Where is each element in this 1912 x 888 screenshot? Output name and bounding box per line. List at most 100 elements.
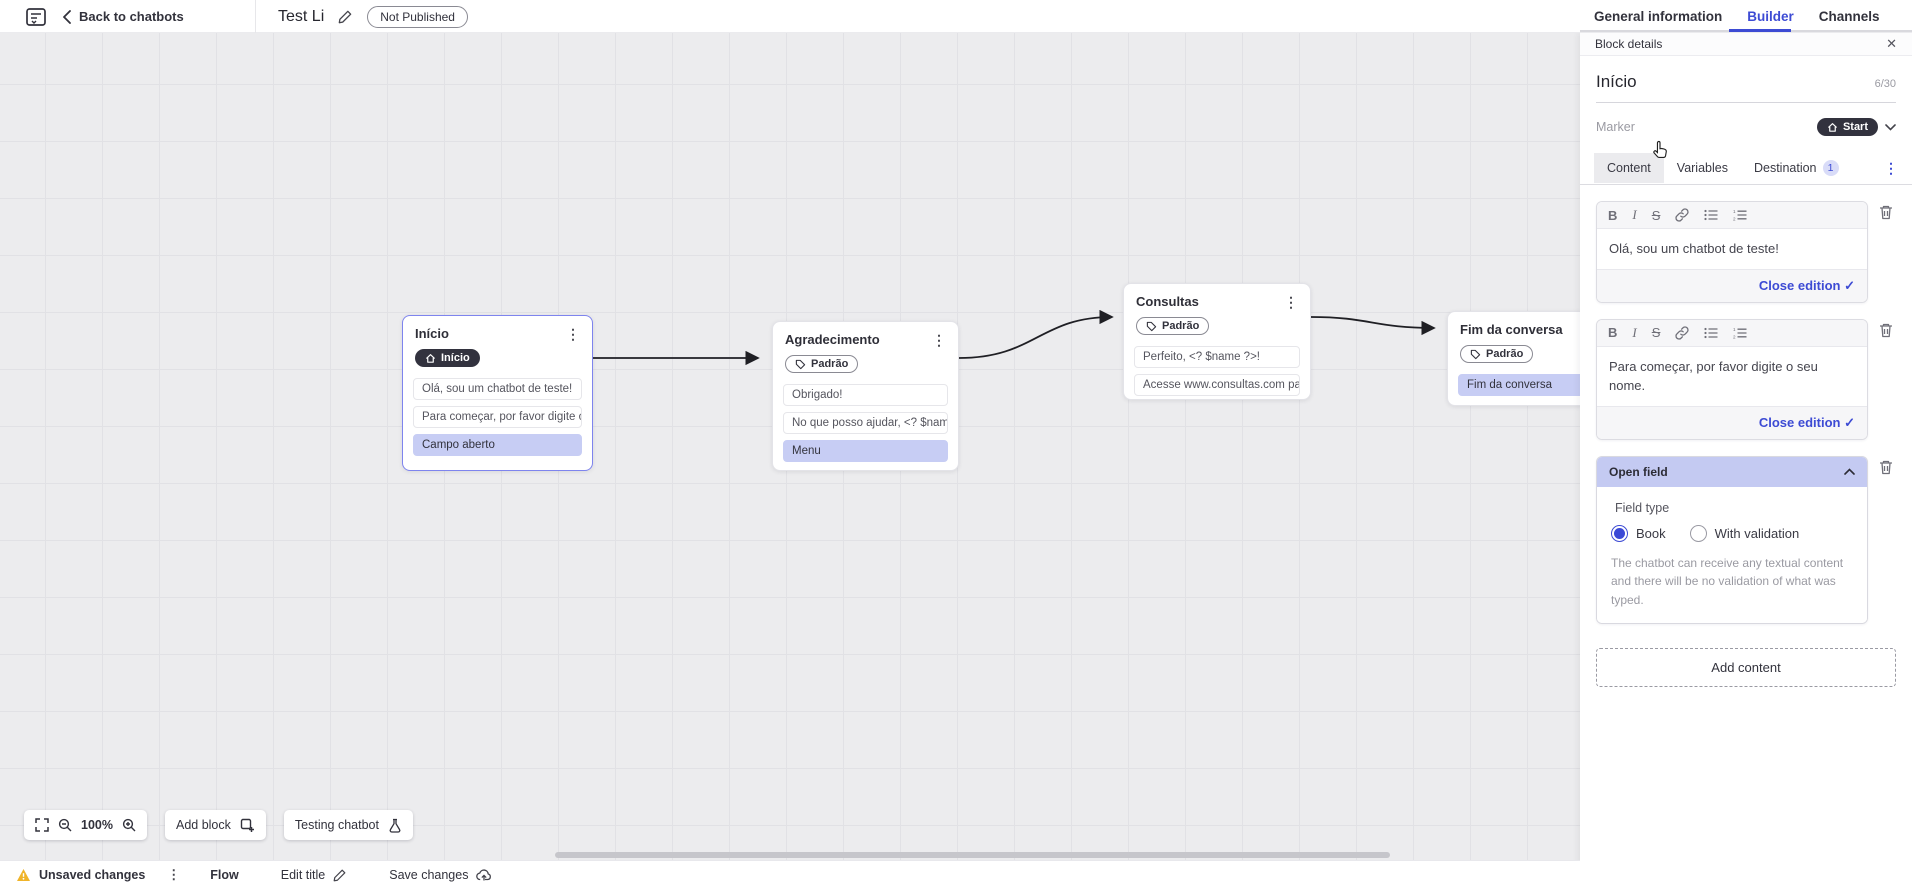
add-content-button[interactable]: Add content <box>1596 648 1896 688</box>
block-row[interactable]: Acesse www.consultas.com par... <box>1134 373 1300 396</box>
flow-block-inicio[interactable]: Início ⋮ Início Olá, sou um chatbot de t… <box>402 315 593 471</box>
chevron-down-icon <box>1885 123 1896 131</box>
testing-chatbot-button[interactable]: Testing chatbot <box>283 810 413 840</box>
marker-label: Marker <box>1596 120 1635 134</box>
horizontal-scrollbar[interactable] <box>555 852 1390 858</box>
editor-text: Para começar, por favor digite o seu nom… <box>1597 346 1867 406</box>
block-row-open-field[interactable]: Campo aberto <box>413 433 582 456</box>
link-icon[interactable] <box>1675 325 1690 340</box>
zoom-controls: 100% <box>24 810 147 840</box>
block-title: Fim da conversa <box>1460 322 1563 337</box>
block-row[interactable]: Obrigado! <box>783 383 948 406</box>
block-row[interactable]: No que posso ajudar, <? $name ... <box>783 411 948 434</box>
block-row[interactable]: Perfeito, <? $name ?>! <box>1134 345 1300 368</box>
chevron-up-icon <box>1844 468 1855 475</box>
save-changes-button[interactable]: Save changes <box>389 868 492 882</box>
flow-block-fim-da-conversa[interactable]: Fim da conversa Padrão Fim da conversa <box>1447 311 1580 406</box>
italic-icon[interactable]: I <box>1632 324 1637 340</box>
back-to-chatbots-button[interactable]: Back to chatbots <box>62 9 184 24</box>
block-menu-icon[interactable]: ⋮ <box>1284 293 1298 310</box>
radio-book[interactable]: Book <box>1611 524 1666 542</box>
statusbar: Unsaved changes ⋮ Flow Edit title Save c… <box>0 860 1580 888</box>
italic-icon[interactable]: I <box>1632 207 1637 222</box>
editor-text: Olá, sou um chatbot de teste! <box>1597 229 1867 269</box>
tab-channels[interactable]: Channels <box>1818 9 1880 24</box>
connector-lines <box>593 309 1436 366</box>
block-menu-icon[interactable]: ⋮ <box>932 331 946 348</box>
field-type-description: The chatbot can receive any textual cont… <box>1611 555 1844 607</box>
bullet-list-icon[interactable] <box>1704 209 1718 221</box>
radio-selected-icon <box>1611 524 1628 542</box>
tab-general-information[interactable]: General information <box>1594 9 1723 24</box>
bullet-list-icon[interactable] <box>1704 327 1718 339</box>
char-counter: 6/30 <box>1874 78 1896 90</box>
zoom-in-icon[interactable] <box>122 818 136 832</box>
active-tab-underline <box>1729 29 1791 32</box>
open-field-header[interactable]: Open field <box>1597 456 1867 487</box>
statusbar-menu-icon[interactable]: ⋮ <box>167 866 181 882</box>
flow-block-consultas[interactable]: Consultas ⋮ Padrão Perfeito, <? $name ?>… <box>1123 283 1311 400</box>
strikethrough-icon[interactable]: S <box>1651 207 1661 223</box>
back-label: Back to chatbots <box>79 9 184 24</box>
zoom-out-icon[interactable] <box>58 818 72 832</box>
block-name-input[interactable]: Início <box>1596 72 1637 91</box>
edit-title-button[interactable]: Edit title <box>281 868 347 882</box>
edit-title-icon[interactable] <box>338 9 353 24</box>
block-title: Agradecimento <box>785 332 880 347</box>
flow-block-agradecimento[interactable]: Agradecimento ⋮ Padrão Obrigado! No que … <box>772 321 959 471</box>
close-icon[interactable]: ✕ <box>1886 36 1897 51</box>
radio-unselected-icon <box>1689 524 1707 542</box>
fullscreen-icon[interactable] <box>35 818 49 832</box>
block-row[interactable]: Para começar, por favor digite o ... <box>413 405 582 428</box>
block-menu-icon[interactable]: ⋮ <box>566 325 580 342</box>
block-row-menu[interactable]: Menu <box>783 439 948 462</box>
delete-content-icon[interactable] <box>1878 204 1896 221</box>
block-row[interactable]: Olá, sou um chatbot de teste! <box>413 377 582 400</box>
zoom-level: 100% <box>81 818 113 832</box>
block-row-end[interactable]: Fim da conversa <box>1458 373 1580 396</box>
topbar: Back to chatbots Test Li Not Published G… <box>0 0 1912 33</box>
svg-text:1: 1 <box>1733 327 1736 332</box>
radio-with-validation[interactable]: With validation <box>1689 524 1799 542</box>
flow-canvas[interactable]: Início ⋮ Início Olá, sou um chatbot de t… <box>0 33 1580 860</box>
close-edition-button[interactable]: Close edition ✓ <box>1758 414 1855 430</box>
marker-select[interactable]: Start <box>1816 118 1896 136</box>
tag-icon <box>1146 321 1157 331</box>
default-marker-badge: Padrão <box>1136 317 1210 335</box>
bold-icon[interactable]: B <box>1608 207 1618 223</box>
topbar-tabs: General information Builder Channels <box>1594 0 1880 33</box>
svg-text:2: 2 <box>1733 334 1736 339</box>
delete-content-icon[interactable] <box>1878 459 1896 476</box>
panel-tabs: Content Variables Destination 1 ⋮ <box>1580 152 1912 185</box>
topbar-divider <box>255 0 256 33</box>
bold-icon[interactable]: B <box>1608 325 1618 340</box>
publish-status-badge: Not Published <box>367 5 468 28</box>
tab-content[interactable]: Content <box>1594 153 1664 183</box>
block-title: Consultas <box>1136 294 1199 309</box>
destination-count-badge: 1 <box>1822 160 1839 176</box>
default-marker-badge: Padrão <box>785 355 859 373</box>
open-field-section: Open field Field type Book Wi <box>1596 455 1868 625</box>
block-title: Início <box>415 326 449 341</box>
tab-builder[interactable]: Builder <box>1747 9 1794 24</box>
link-icon[interactable] <box>1675 208 1690 222</box>
panel-menu-icon[interactable]: ⋮ <box>1884 159 1898 176</box>
add-block-button[interactable]: Add block <box>164 810 266 840</box>
flow-tab[interactable]: Flow <box>210 867 239 882</box>
svg-text:2: 2 <box>1733 217 1736 222</box>
close-edition-button[interactable]: Close edition ✓ <box>1758 277 1855 293</box>
tab-variables[interactable]: Variables <box>1676 161 1728 175</box>
tab-destination[interactable]: Destination 1 <box>1741 152 1852 184</box>
cloud-upload-icon <box>476 869 492 881</box>
panel-header-title: Block details <box>1595 37 1663 51</box>
home-icon <box>1827 122 1837 132</box>
delete-content-icon[interactable] <box>1878 322 1896 339</box>
strikethrough-icon[interactable]: S <box>1651 325 1661 340</box>
